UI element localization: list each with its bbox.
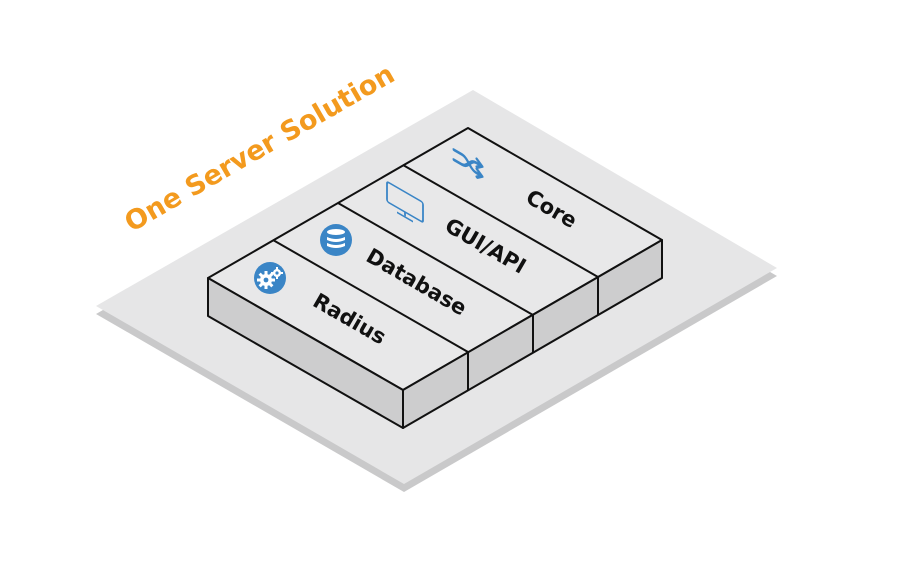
database-icon: [320, 224, 352, 256]
divider-top: [337, 202, 534, 316]
divider-top: [402, 164, 599, 278]
gears-icon: [254, 262, 286, 294]
server-block: [207, 127, 663, 429]
shuffle-icon: [452, 148, 484, 179]
monitor-icon: [386, 181, 424, 223]
divider-top: [272, 239, 469, 353]
